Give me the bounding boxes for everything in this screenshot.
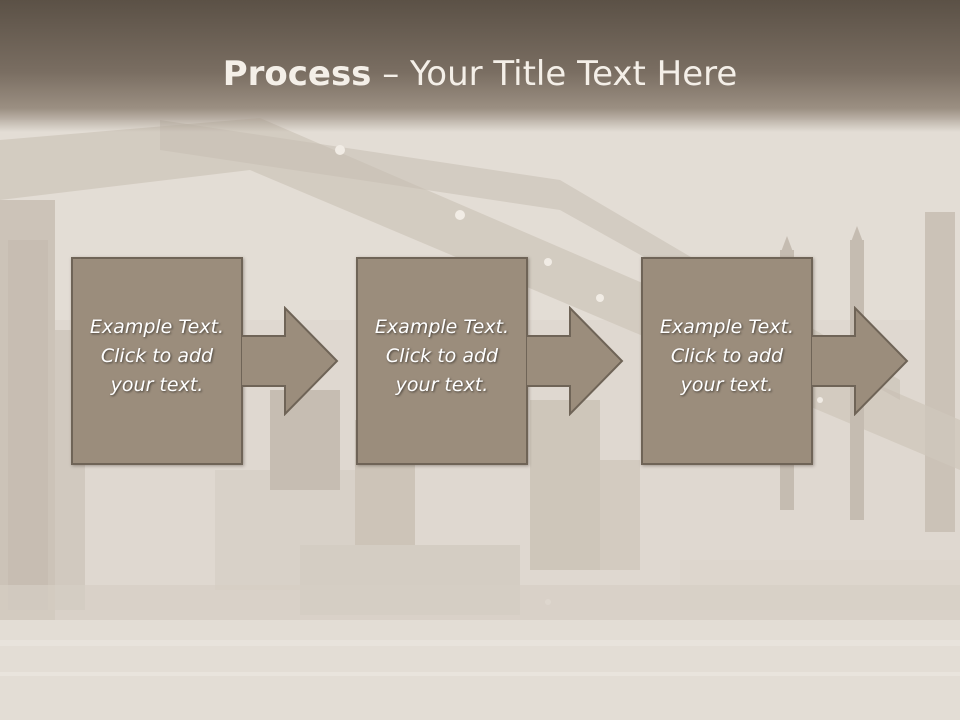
step-line-3: your text. [680,374,774,396]
slide-title[interactable]: Process – Your Title Text Here [0,50,960,98]
step-text[interactable]: Example Text. Click to add your text. [643,313,811,400]
step-text[interactable]: Example Text. Click to add your text. [73,313,241,400]
step-line-2: Click to add [670,345,784,367]
step-line-3: your text. [110,374,204,396]
step-line-1: Example Text. [89,316,225,338]
process-step-3[interactable]: Example Text. Click to add your text. [641,257,813,465]
process-step-1[interactable]: Example Text. Click to add your text. [71,257,243,465]
step-line-2: Click to add [385,345,499,367]
process-step-2[interactable]: Example Text. Click to add your text. [356,257,528,465]
right-arrow-icon[interactable] [811,306,911,416]
step-line-3: your text. [395,374,489,396]
right-arrow-icon[interactable] [526,306,626,416]
title-band [0,0,960,132]
step-line-2: Click to add [100,345,214,367]
title-rest: – Your Title Text Here [371,54,738,94]
step-line-1: Example Text. [374,316,510,338]
step-text[interactable]: Example Text. Click to add your text. [358,313,526,400]
right-arrow-icon[interactable] [241,306,341,416]
title-bold: Process [222,54,372,94]
step-line-1: Example Text. [659,316,795,338]
